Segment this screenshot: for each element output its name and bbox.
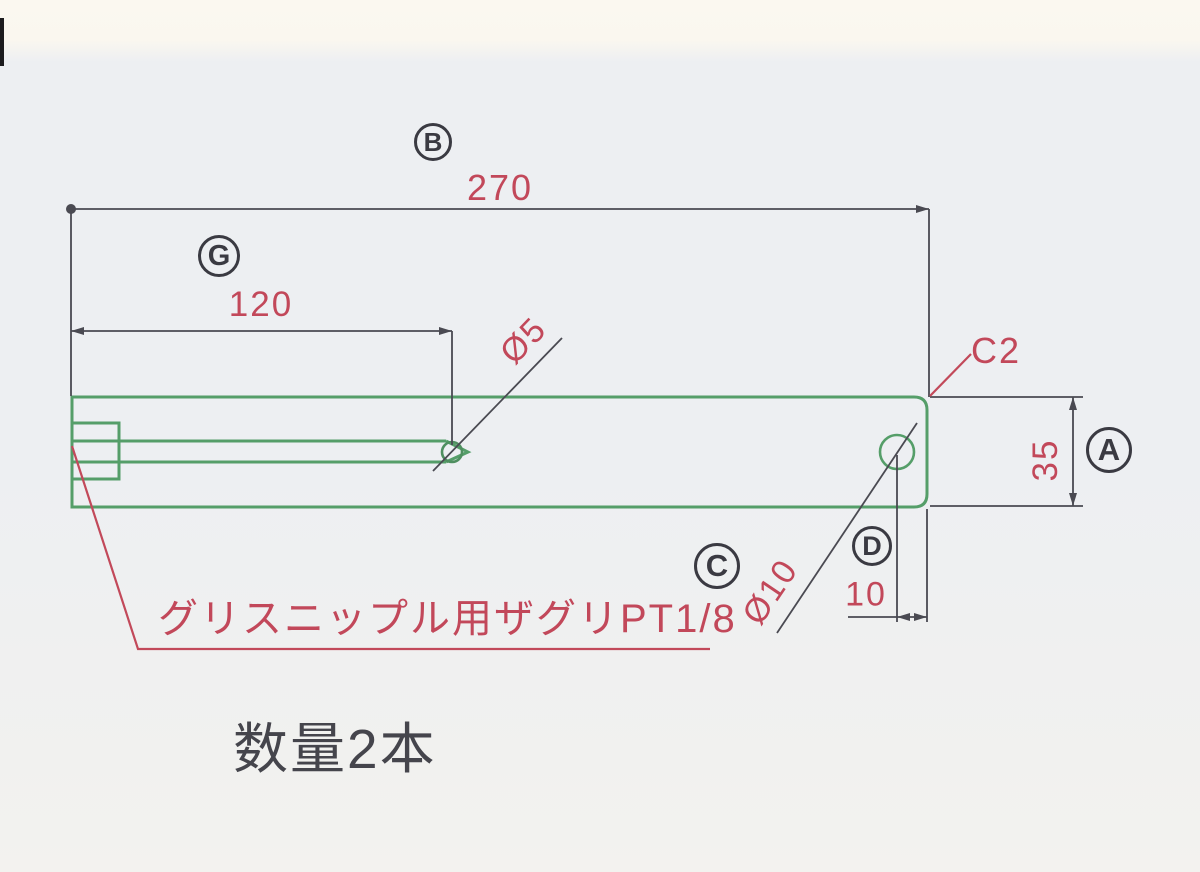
- counterbore-note: グリスニップル用ザグリPT1/8: [158, 597, 737, 641]
- red-leader-lines: [70, 353, 972, 651]
- dim-10-arrow-right: [914, 613, 927, 621]
- scan-edge-artifact: [0, 18, 4, 66]
- balloon-d: D: [852, 526, 892, 566]
- dim-35-arrow-top: [1069, 397, 1077, 410]
- chamfer-dim-text: C2: [970, 330, 1022, 371]
- leader-counterbore-note: [70, 445, 710, 651]
- slot-end-point: [445, 439, 472, 464]
- balloon-a: A: [1086, 427, 1132, 473]
- slot-length-dim-text: 120: [228, 285, 294, 324]
- dim-10-arrow-left: [897, 613, 910, 621]
- overall-length-dim-text: 270: [466, 167, 534, 208]
- balloon-b: B: [414, 123, 452, 161]
- dimension-linework: [66, 204, 1083, 634]
- dim-270-arrow: [916, 205, 929, 213]
- hole-offset-dim-text: 10: [845, 575, 887, 614]
- bar-height-dim-text: 35: [1026, 438, 1065, 482]
- dim-120-arrow-right: [439, 327, 452, 335]
- balloon-g: G: [198, 235, 240, 277]
- leader-chamfer: [929, 353, 972, 397]
- part-outline: [70, 395, 929, 509]
- leader-large-hole: [776, 422, 918, 634]
- quantity-note: 数量2本: [233, 718, 437, 780]
- dim-35-arrow-bottom: [1069, 493, 1077, 506]
- dim-120-arrow-left: [71, 327, 84, 335]
- part-geometry: [70, 395, 929, 509]
- leader-small-hole: [432, 337, 563, 472]
- balloon-c: C: [694, 543, 740, 589]
- counterbore-pocket: [70, 421, 121, 481]
